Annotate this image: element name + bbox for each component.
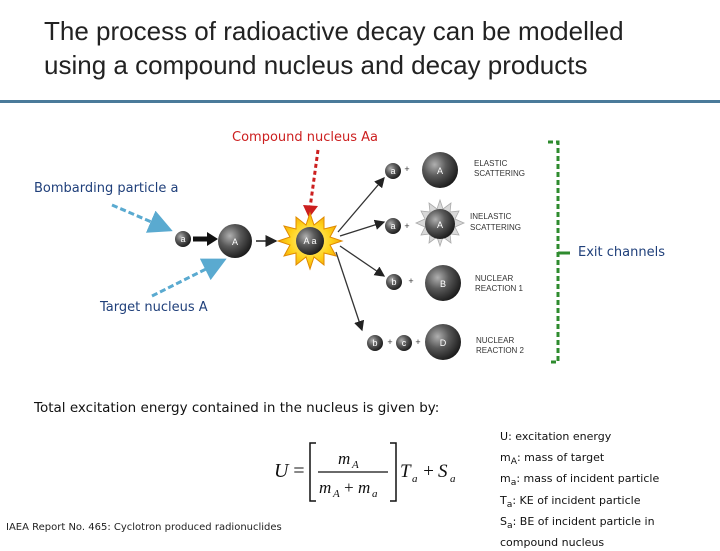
compound-pointer-arrow <box>308 149 320 209</box>
definition-sa-cont: compound nucleus <box>500 535 605 549</box>
incident-particle <box>175 231 191 247</box>
formula-u: U <box>274 460 290 482</box>
channel-3-label-line1: NUCLEAR <box>475 274 513 283</box>
channel-2-label-line2: SCATTERING <box>470 223 521 232</box>
target-nucleus-symbol: A <box>232 237 238 247</box>
bombarding-pointer-arrow <box>111 203 173 233</box>
channel-1-nucleus <box>422 152 458 188</box>
slide-title: The process of radioactive decay can be … <box>44 16 624 80</box>
channel-1-plus: + <box>404 164 409 174</box>
definition-u: U: excitation energy <box>500 430 612 443</box>
channel-2-nucleus <box>425 209 455 239</box>
channel-3-small-particle <box>386 274 402 290</box>
channel-line-2 <box>339 219 386 237</box>
definition-ma-target: mA: mass of target <box>500 451 605 468</box>
formula-num-sub: A <box>351 459 359 471</box>
bombarding-particle-label: Bombarding particle a <box>34 181 179 196</box>
target-pointer-arrow <box>151 258 227 298</box>
channel-2-nucleus-symbol: A <box>437 220 443 230</box>
channel-4-plus-1: + <box>387 337 392 347</box>
excitation-formula: U = m A m A + m a T a + S a <box>274 442 456 502</box>
compound-pointer-head <box>303 205 318 218</box>
channel-4-small-particle-c <box>396 335 412 351</box>
reference-citation: IAEA Report No. 465: Cyclotron produced … <box>6 522 282 533</box>
channel-line-4 <box>335 251 365 332</box>
target-nucleus-label: Target nucleus A <box>100 300 208 315</box>
formula-left-bracket <box>309 442 316 502</box>
incident-arrow-head <box>207 232 218 246</box>
channel-3-nucleus <box>425 265 461 301</box>
channel-2-small-symbol: a <box>390 221 395 231</box>
compound-nucleus <box>296 227 324 255</box>
formula-den-sub2: a <box>372 488 378 500</box>
channel-4-plus-2: + <box>415 337 420 347</box>
channel-3-nucleus-symbol: B <box>440 279 446 289</box>
channel-4-label-line1: NUCLEAR <box>476 336 514 345</box>
definition-ta: Ta: KE of incident particle <box>500 493 641 510</box>
compound-nucleus-label: Compound nucleus Aa <box>232 130 379 145</box>
channel-1-label-line2: SCATTERING <box>474 169 525 178</box>
incident-particle-label: a <box>180 234 185 244</box>
channel-4-label-line2: REACTION 2 <box>476 346 525 355</box>
channel-1-small-symbol: a <box>390 166 395 176</box>
channel-4-nucleus-symbol: D <box>440 338 447 348</box>
channel-1-nucleus-symbol: A <box>437 166 443 176</box>
channel-4-small-symbol-c: c <box>402 338 407 348</box>
definition-sa: Sa: BE of incident particle in <box>500 514 655 531</box>
channel-4-small-symbol-b: b <box>372 338 377 348</box>
channel-4-nucleus <box>425 324 461 360</box>
channel-1-label-line1: ELASTIC <box>474 159 508 168</box>
title-divider <box>0 100 720 103</box>
channel-line-1 <box>337 177 385 233</box>
excitation-energy-text: Total excitation energy contained in the… <box>34 400 440 416</box>
definition-ma-incident: ma: mass of incident particle <box>500 472 660 489</box>
formula-right-bracket <box>390 442 397 502</box>
channel-1-small-particle <box>385 163 401 179</box>
channel-3-small-symbol: b <box>391 277 396 287</box>
formula-den-sub1: A <box>332 488 340 500</box>
formula-den-m1: m <box>319 478 331 497</box>
formula-plus: + <box>422 461 435 482</box>
channel-3-plus: + <box>408 276 413 286</box>
channel-2-label-line1: INELASTIC <box>470 212 512 221</box>
formula-s-sub: a <box>450 473 456 485</box>
formula-den-m2: m <box>358 478 370 497</box>
exit-channels-bracket <box>548 140 560 364</box>
target-nucleus <box>218 224 252 258</box>
formula-equals: = <box>292 460 306 482</box>
channel-2-plus: + <box>404 221 409 231</box>
formula-t-sub: a <box>412 473 418 485</box>
compound-nucleus-symbol: A a <box>303 236 316 246</box>
channel-4-small-particle-b <box>367 335 383 351</box>
channel-line-3 <box>339 245 386 277</box>
definitions-list: U: excitation energy mA: mass of target … <box>500 428 715 551</box>
formula-den-plus: + <box>343 478 354 497</box>
channel-2-small-particle <box>385 218 401 234</box>
exit-channels-label: Exit channels <box>578 245 665 260</box>
formula-t: T <box>400 461 412 482</box>
channel-3-label-line2: REACTION 1 <box>475 284 524 293</box>
formula-num-m: m <box>338 449 350 468</box>
formula-s: S <box>438 461 448 482</box>
